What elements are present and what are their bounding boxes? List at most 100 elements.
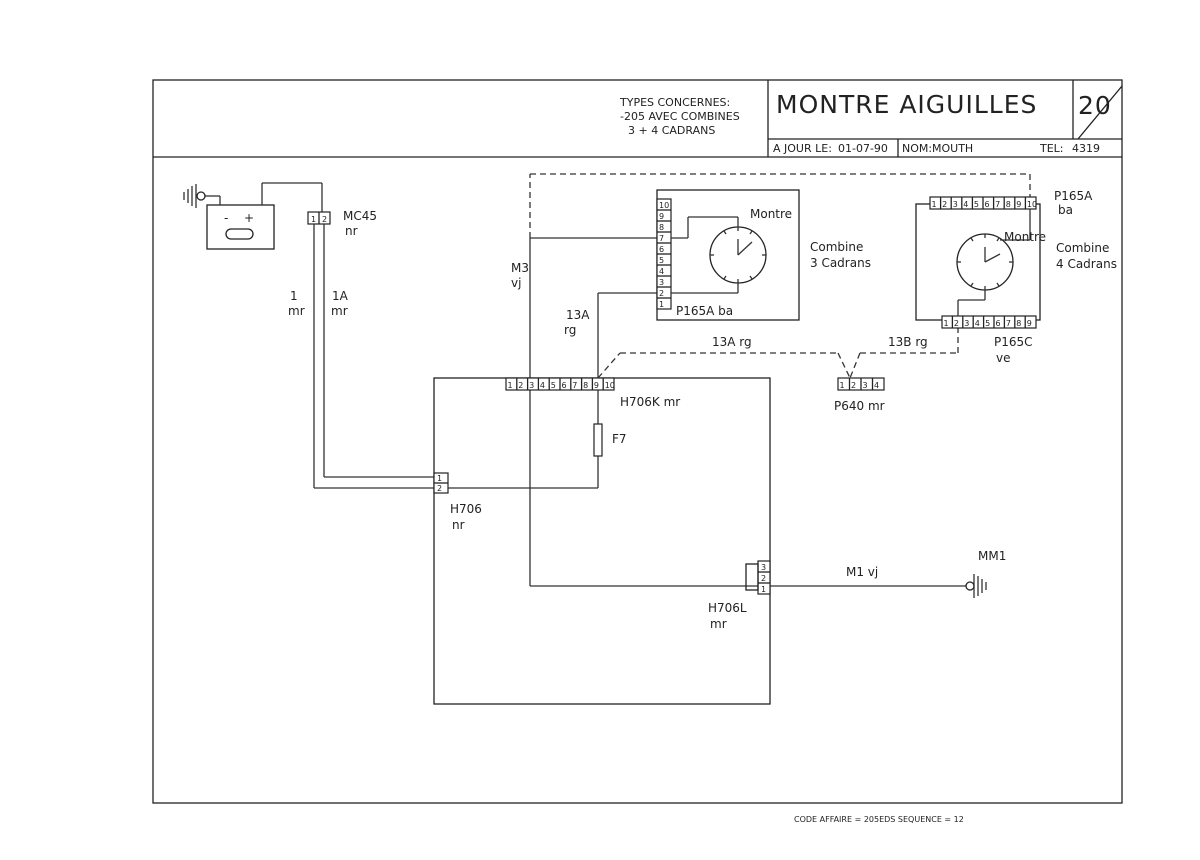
connector-h706l: 3 2 1 H706L mr [708,560,771,631]
combine3-clock-label: Montre [750,207,792,221]
wire-1a [323,224,434,478]
h706k-pin-2: 2 [518,381,523,390]
tel-label: TEL: [1039,142,1064,155]
connector-h706: 1 2 H706 nr [433,472,482,532]
combine4-top-connector-pin-10: 10 [1027,200,1037,209]
combine3-connector-pin-6: 6 [659,245,664,254]
h706l-pin-3: 3 [761,563,766,572]
mc45-pin-2: 2 [322,215,327,224]
h706-pin-2: 2 [437,484,442,493]
mc45-pin-1: 1 [311,215,316,224]
fuse-f7: F7 [593,423,627,457]
types-line-2: 3 + 4 CADRANS [628,124,715,137]
h706k-pin-5: 5 [551,381,556,390]
wire-1-color: mr [288,304,305,318]
h706-pin-1: 1 [437,474,442,483]
combine4-top-connector-pin-1: 1 [932,200,937,209]
combine4-bottom-connector-pin-9: 9 [1027,319,1032,328]
battery-minus-terminal: - [224,211,228,225]
wire-13a-number: 13A [566,308,590,322]
update-label: A JOUR LE: [773,142,832,155]
h706k-pin-10: 10 [605,381,615,390]
p640-pin-1: 1 [840,381,845,390]
h706k-pin-8: 8 [583,381,588,390]
combine3-connector-pin-3: 3 [659,278,664,287]
mm1-label: MM1 [978,549,1006,563]
wire-13a-color: rg [564,323,576,337]
types-title: TYPES CONCERNES: [619,96,730,109]
combine4-bottom-connector-pin-7: 7 [1006,319,1011,328]
combine3-connector-pin-8: 8 [659,223,664,232]
wire-1-number: 1 [290,289,298,303]
combine4-bottom-connector-pin-2: 2 [954,319,959,328]
wire-13a-h-label: 13A rg [712,335,752,349]
combine3-connector-pin-7: 7 [659,234,664,243]
h706l-pin-2: 2 [761,574,766,583]
combine4-top-connector-pin-7: 7 [995,200,1000,209]
battery-plus-terminal: + [244,211,254,225]
h706-color: nr [452,518,465,532]
combine3-connector-label: P165A ba [676,304,733,318]
h706k-pin-7: 7 [572,381,577,390]
combine3-connector-pin-5: 5 [659,256,664,265]
combine4-name-line2: 4 Cadrans [1056,257,1117,271]
p640-label: P640 mr [834,399,885,413]
combine3-connector-pin-1: 1 [659,300,664,309]
combine4-name-line1: Combine [1056,241,1109,255]
combine4-top-connector-pin-2: 2 [942,200,947,209]
h706k-pin-3: 3 [529,381,534,390]
clock-combine3-icon [709,226,767,284]
combine4-top-connector-code: P165A [1054,189,1093,203]
connector-mc45: 1 2 MC45 nr [307,209,377,238]
combine4-clock-label: Montre [1004,230,1046,244]
wire-m3 [529,237,758,587]
combine4-bottom-connector-color: ve [996,351,1010,365]
h706k-pin-9: 9 [594,381,599,390]
mc45-code: MC45 [343,209,377,223]
p640-pin-2: 2 [851,381,856,390]
wire-m1-label: M1 vj [846,565,878,579]
h706k-pin-6: 6 [562,381,567,390]
combine4-top-connector-pin-8: 8 [1006,200,1011,209]
combine4-bottom-connector-pin-8: 8 [1016,319,1021,328]
dashed-wire-13a-13b [597,328,959,379]
h706l-code: H706L [708,601,747,615]
p640-pin-4: 4 [874,381,879,390]
combine3-connector-pin-4: 4 [659,267,664,276]
battery-ground-icon [183,184,206,208]
mc45-color: nr [345,224,358,238]
h706l-pin-1: 1 [761,585,766,594]
combine4-bottom-connector-pin-1: 1 [944,319,949,328]
combine4-bottom-connector-pin-4: 4 [975,319,980,328]
combine4-bottom-connector-code: P165C [994,335,1033,349]
sheet-number: 20 [1078,91,1112,120]
name-label: NOM: [902,142,932,155]
wire-13a [597,292,657,378]
combine3-connector-pin-10: 10 [659,201,669,210]
footer-code: CODE AFFAIRE = 205EDS SEQUENCE = 12 [794,815,964,824]
combine4-top-connector-color: ba [1058,203,1073,217]
combine3-connector-pin-2: 2 [659,289,664,298]
combine4-top-connector-pin-4: 4 [963,200,968,209]
wire-1a-color: mr [331,304,348,318]
combine4-top-connector-pin-3: 3 [953,200,958,209]
wire-1 [313,224,434,489]
name-value: MOUTH [932,142,973,155]
h706k-label: H706K mr [620,395,680,409]
combine3-name-line1: Combine [810,240,863,254]
wire-13b-h-label: 13B rg [888,335,928,349]
tel-value: 4319 [1072,142,1100,155]
wire-1a-number: 1A [332,289,349,303]
h706k-pin-4: 4 [540,381,545,390]
h706-code: H706 [450,502,482,516]
h706l-color: mr [710,617,727,631]
wire-m3-color: vj [511,276,521,290]
